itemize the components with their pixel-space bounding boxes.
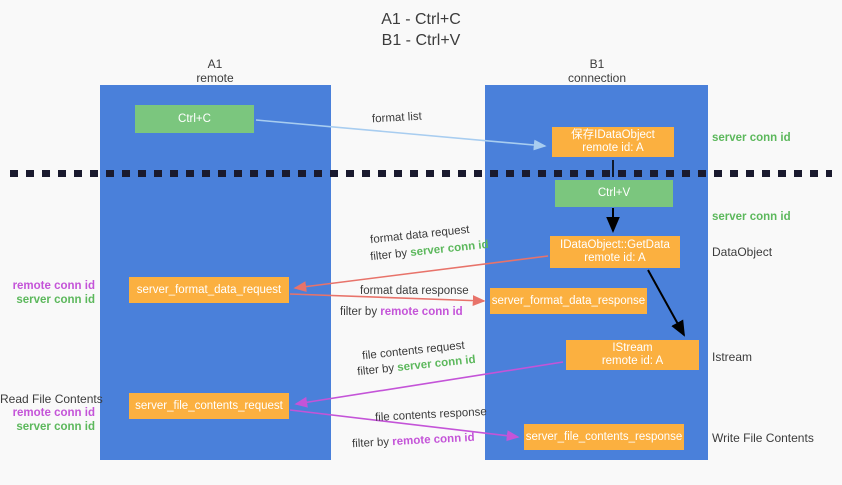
- column-header-b1: B1 connection: [567, 57, 627, 85]
- note-file-contents-response-filter: filter by remote conn id: [352, 431, 475, 452]
- box-server-format-data-response[interactable]: server_format_data_response: [490, 288, 647, 314]
- remote-conn-id-token: remote conn id: [380, 306, 463, 318]
- right-label-server-conn-id-mid: server conn id: [712, 211, 791, 223]
- diagram-title: A1 - Ctrl+C B1 - Ctrl+V: [381, 11, 461, 49]
- column-header-a1: A1 remote: [196, 57, 234, 85]
- left-label-server-conn-id: server conn id: [16, 294, 95, 306]
- filter-by-label: filter by: [369, 247, 411, 264]
- left-label-remote-conn-id: remote conn id: [12, 280, 95, 292]
- left-label-group-format: remote conn id server conn id: [0, 279, 95, 307]
- filter-by-label: filter by: [340, 306, 381, 318]
- box-server-file-contents-response[interactable]: server_file_contents_response: [524, 424, 684, 450]
- note-format-data-response: format data response: [360, 285, 469, 297]
- box-idataobject-getdata[interactable]: IDataObject::GetData remote id: A: [550, 236, 680, 268]
- box-ctrl-c[interactable]: Ctrl+C: [135, 105, 254, 133]
- note-file-contents-response: file contents response: [374, 406, 488, 424]
- left-label-group-file: Read File Contents remote conn id server…: [0, 392, 103, 434]
- box-server-file-contents-request[interactable]: server_file_contents_request: [129, 393, 289, 419]
- left-label-remote-conn-id: remote conn id: [12, 407, 95, 419]
- right-label-istream: Istream: [712, 350, 753, 364]
- filter-by-label: filter by: [356, 362, 398, 379]
- remote-conn-id-token: remote conn id: [391, 431, 475, 449]
- box-istream[interactable]: IStream remote id: A: [566, 340, 699, 370]
- left-label-server-conn-id: server conn id: [16, 421, 95, 433]
- box-server-format-data-request[interactable]: server_format_data_request: [129, 277, 289, 303]
- filter-by-label: filter by: [351, 436, 393, 451]
- right-label-dataobject: DataObject: [712, 245, 773, 259]
- box-ctrl-v[interactable]: Ctrl+V: [555, 180, 673, 207]
- note-format-data-response-filter: filter by remote conn id: [340, 305, 463, 320]
- left-label-read-file-contents: Read File Contents: [0, 392, 103, 406]
- right-label-write-file-contents: Write File Contents: [712, 431, 814, 445]
- right-label-server-conn-id-top: server conn id: [712, 132, 791, 144]
- note-format-list: format list: [371, 110, 423, 126]
- box-save-idataobject[interactable]: 保存IDataObject remote id: A: [552, 127, 674, 157]
